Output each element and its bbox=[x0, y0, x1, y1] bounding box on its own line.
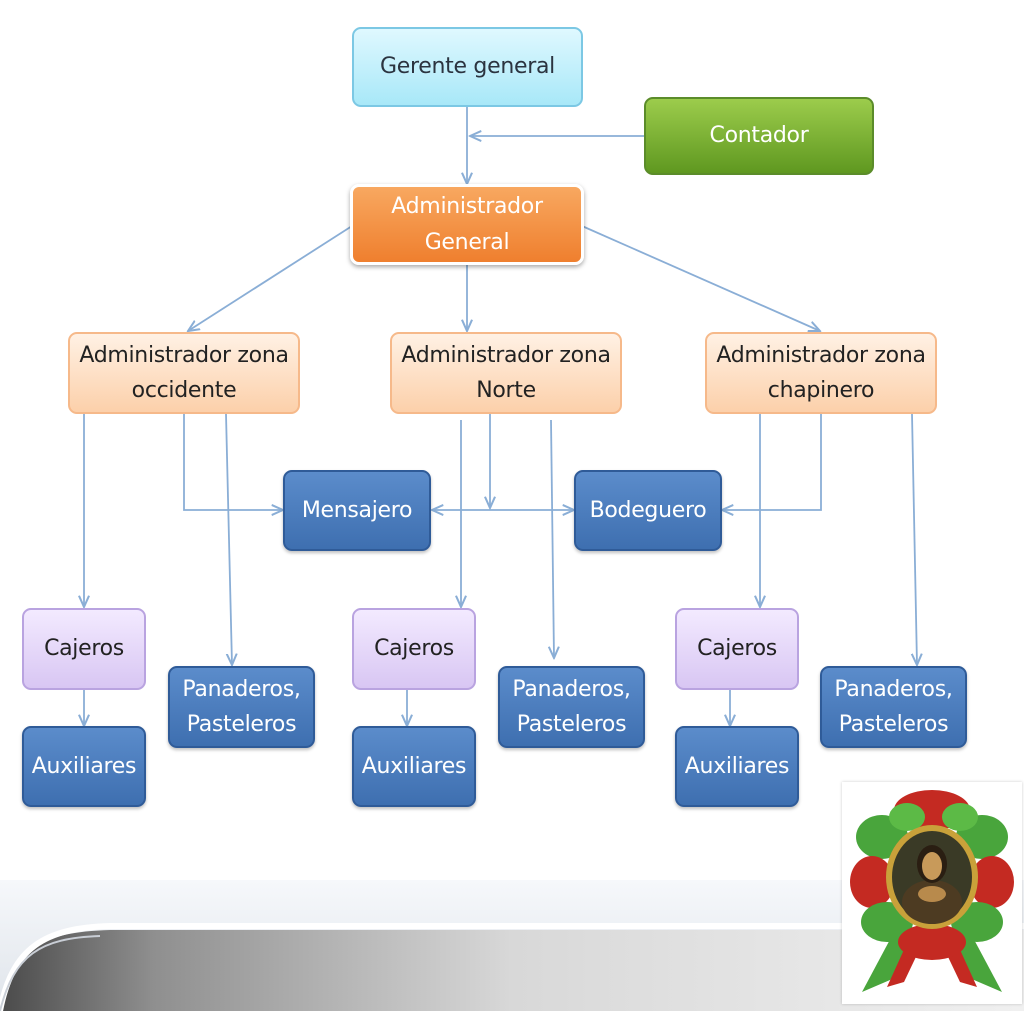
auxiliares-box-norte: Auxiliares bbox=[352, 726, 476, 807]
auxiliares-label: Auxiliares bbox=[31, 753, 137, 779]
zona-chapinero-line2: chapinero bbox=[767, 378, 875, 403]
panaderos-line2: Pasteleros bbox=[516, 712, 627, 737]
mensajero-label: Mensajero bbox=[301, 497, 413, 523]
panaderos-line1: Panaderos, bbox=[182, 676, 301, 702]
connector-norte-panaderos bbox=[551, 419, 554, 658]
administrador-zona-norte-box: Administrador zona Norte bbox=[390, 332, 622, 414]
connector-occidente-mensajero bbox=[183, 414, 283, 510]
panaderos-box-occidente: Panaderos, Pasteleros bbox=[168, 666, 315, 748]
connector-occidente-panaderos bbox=[225, 413, 232, 665]
cajeros-box-norte: Cajeros bbox=[352, 608, 476, 690]
zona-chapinero-line1: Administrador zona bbox=[716, 342, 926, 368]
connectors bbox=[84, 106, 917, 726]
administrador-general-box: Administrador General bbox=[350, 184, 584, 265]
auxiliares-box-occidente: Auxiliares bbox=[22, 726, 146, 807]
auxiliares-box-chapinero: Auxiliares bbox=[675, 726, 799, 807]
zona-occidente-line2: occidente bbox=[131, 378, 237, 403]
cajeros-label: Cajeros bbox=[44, 636, 124, 662]
administrador-general-line1: Administrador bbox=[391, 194, 543, 220]
contador-box: Contador bbox=[644, 97, 874, 175]
administrador-zona-occidente-box: Administrador zona occidente bbox=[68, 332, 300, 414]
contador-label: Contador bbox=[709, 123, 809, 149]
panaderos-line1: Panaderos, bbox=[834, 676, 953, 702]
connector-chapinero-bodeguero bbox=[722, 414, 822, 510]
zona-norte-line2: Norte bbox=[476, 378, 536, 403]
cajeros-label: Cajeros bbox=[697, 636, 777, 662]
zona-norte-line1: Administrador zona bbox=[401, 342, 611, 368]
auxiliares-label: Auxiliares bbox=[361, 753, 467, 779]
connector-chapinero-panaderos bbox=[912, 413, 917, 665]
connector-admin-occidente bbox=[188, 225, 353, 331]
gerente-general-label: Gerente general bbox=[380, 54, 555, 80]
mensajero-box: Mensajero bbox=[283, 470, 431, 551]
connector-admin-chapinero bbox=[581, 225, 820, 331]
administrador-general-line2: General bbox=[424, 229, 510, 255]
auxiliares-label: Auxiliares bbox=[684, 753, 790, 779]
panaderos-line1: Panaderos, bbox=[512, 676, 631, 702]
cajeros-label: Cajeros bbox=[374, 636, 454, 662]
panaderos-box-chapinero: Panaderos, Pasteleros bbox=[820, 666, 967, 748]
bodeguero-box: Bodeguero bbox=[574, 470, 722, 551]
cajeros-box-occidente: Cajeros bbox=[22, 608, 146, 690]
administrador-zona-chapinero-box: Administrador zona chapinero bbox=[705, 332, 937, 414]
cajeros-box-chapinero: Cajeros bbox=[675, 608, 799, 690]
zona-occidente-line1: Administrador zona bbox=[79, 342, 289, 368]
panaderos-line2: Pasteleros bbox=[838, 712, 949, 737]
bodeguero-label: Bodeguero bbox=[589, 497, 707, 523]
mona-lisa-ribbon-badge bbox=[842, 782, 1022, 1004]
gerente-general-box: Gerente general bbox=[352, 27, 583, 107]
panaderos-box-norte: Panaderos, Pasteleros bbox=[498, 666, 645, 748]
panaderos-line2: Pasteleros bbox=[186, 712, 297, 737]
